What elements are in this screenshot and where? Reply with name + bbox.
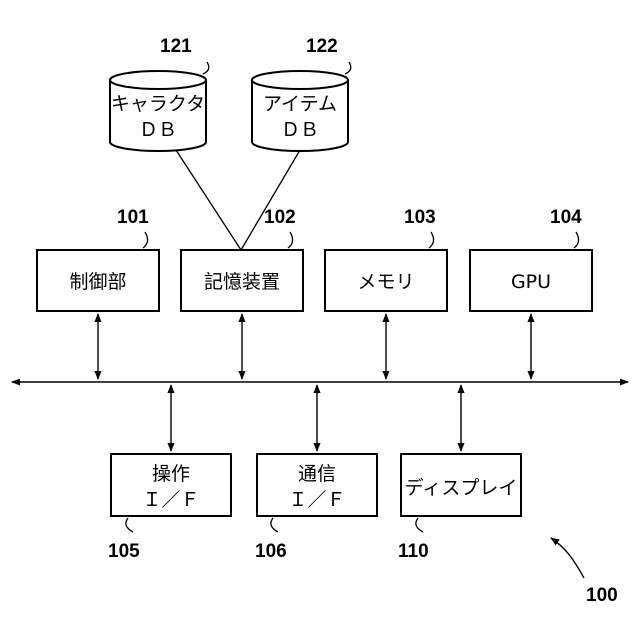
leader-110 [416, 518, 423, 532]
block-106-line-2: Ｉ／Ｆ [288, 489, 345, 511]
database-cylinder-121: キャラクタ ＤＢ [110, 71, 206, 151]
database-122-name: アイテム [263, 93, 337, 115]
block-102-label: 記憶装置 [204, 271, 280, 293]
leader-103 [429, 232, 434, 248]
ref-104: 104 [550, 207, 582, 228]
block-102: 記憶装置 [181, 250, 303, 311]
block-110: ディスプレイ [401, 454, 521, 516]
database-122-type: ＤＢ [281, 119, 319, 141]
database-121-type: ＤＢ [139, 119, 177, 141]
ref-100: 100 [586, 585, 618, 606]
block-105-line-2: Ｉ／Ｆ [142, 489, 199, 511]
leader-102 [288, 232, 293, 248]
block-105-line-1: 操作 [152, 463, 190, 485]
block-105: 操作 Ｉ／Ｆ [111, 454, 231, 516]
ref-121: 121 [160, 36, 192, 57]
block-110-label: ディスプレイ [405, 477, 518, 499]
leader-104 [574, 232, 579, 248]
ref-102: 102 [264, 207, 296, 228]
block-101: 制御部 [37, 250, 159, 311]
db121-connector [176, 150, 241, 250]
block-104: GPU [470, 250, 592, 311]
leader-105 [126, 518, 133, 532]
block-101-label: 制御部 [69, 271, 126, 293]
database-121-name: キャラクタ [111, 93, 205, 115]
leader-101 [143, 232, 148, 248]
system-ref-arrow [551, 538, 584, 578]
ref-101: 101 [117, 207, 149, 228]
block-106: 通信 Ｉ／Ｆ [257, 454, 377, 516]
leader-121 [203, 62, 209, 74]
block-103-label: メモリ [357, 271, 414, 293]
ref-122: 122 [306, 36, 338, 57]
ref-103: 103 [404, 207, 436, 228]
block-106-line-1: 通信 [298, 463, 336, 485]
ref-106: 106 [255, 541, 287, 562]
ref-110: 110 [398, 541, 429, 562]
block-103: メモリ [325, 250, 447, 311]
block-104-label: GPU [511, 271, 551, 293]
database-cylinder-122: アイテム ＤＢ [252, 71, 348, 151]
leader-122 [345, 62, 351, 74]
leader-106 [271, 518, 278, 532]
ref-105: 105 [108, 541, 140, 562]
